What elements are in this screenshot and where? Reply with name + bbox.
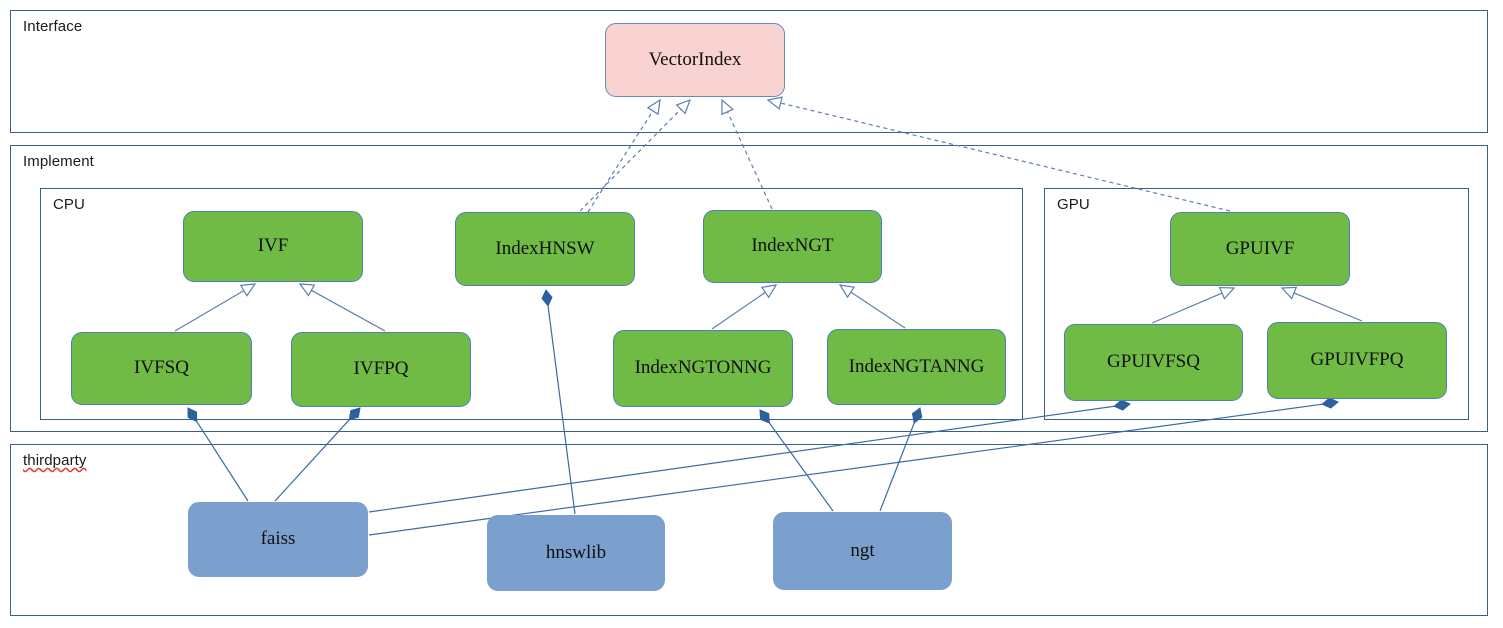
class-node-faiss[interactable]: faiss [188, 502, 368, 577]
class-node-hnswlib[interactable]: hnswlib [487, 515, 665, 591]
class-node-gpuivfsq[interactable]: GPUIVFSQ [1064, 324, 1243, 401]
class-node-gpuivf[interactable]: GPUIVF [1170, 212, 1350, 286]
class-node-label: ngt [850, 539, 875, 561]
class-node-label: IVF [257, 235, 289, 257]
class-node-ivfpq[interactable]: IVFPQ [291, 332, 471, 407]
class-node-vectorindex[interactable]: VectorIndex [605, 23, 785, 97]
class-node-indexhnsw[interactable]: IndexHNSW [455, 212, 635, 286]
class-node-indexngtanng[interactable]: IndexNGTANNG [827, 329, 1006, 405]
class-node-label: IndexNGT [751, 235, 834, 257]
class-node-label: VectorIndex [648, 48, 742, 70]
class-node-label: IndexNGTANNG [848, 355, 985, 377]
class-node-label: GPUIVF [1225, 237, 1295, 259]
class-node-label: faiss [260, 528, 296, 550]
class-node-label: hnswlib [545, 541, 607, 563]
group-label-thirdparty: thirdparty [23, 452, 87, 469]
class-node-label: IndexNGTONNG [634, 357, 772, 379]
class-node-ngt[interactable]: ngt [773, 512, 952, 590]
group-label-cpu: CPU [53, 196, 85, 213]
class-node-label: IVFPQ [353, 358, 409, 380]
class-node-ivf[interactable]: IVF [183, 211, 363, 282]
class-node-label: GPUIVFSQ [1107, 351, 1200, 373]
group-label-gpu: GPU [1057, 196, 1090, 213]
class-node-label: IndexHNSW [495, 237, 595, 259]
class-node-indexngt[interactable]: IndexNGT [703, 210, 882, 283]
group-label-interface: Interface [23, 18, 83, 35]
class-node-label: IVFSQ [134, 357, 189, 379]
class-node-ivfsq[interactable]: IVFSQ [71, 332, 252, 405]
class-node-label: GPUIVFPQ [1310, 349, 1404, 371]
class-node-indexngtonng[interactable]: IndexNGTONNG [613, 330, 793, 407]
class-node-gpuivfpq[interactable]: GPUIVFPQ [1267, 322, 1447, 399]
group-label-implement: Implement [23, 153, 94, 170]
